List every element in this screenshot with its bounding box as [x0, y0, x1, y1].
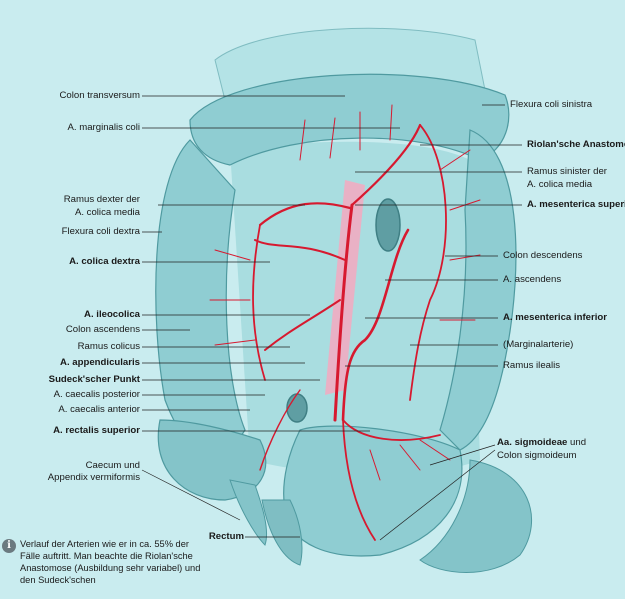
label-a-caecalis-anterior: A. caecalis anterior: [58, 404, 140, 415]
appendix: [229, 479, 268, 546]
label-colon-sigmoideum: Colon sigmoideum: [497, 450, 577, 461]
label-a-caecalis-posterior: A. caecalis posterior: [53, 389, 140, 400]
appendicularis: [259, 389, 301, 471]
label-a-mesenterica-superior: A. mesenterica superior: [527, 199, 625, 210]
ileum-cut: [286, 393, 308, 423]
label-a-colica-dextra: A. colica dextra: [69, 256, 140, 267]
label-a-ascendens: A. ascendens: [503, 274, 562, 285]
leader-lines: [141, 95, 522, 541]
footnote: Verlauf der Arterien wie er in ca. 55% d…: [20, 539, 201, 585]
label-und: und: [567, 437, 587, 448]
small-branches: [209, 104, 481, 481]
label-ramus-sinister-1: Ramus sinister der: [527, 166, 607, 177]
caecum: [157, 419, 267, 501]
duodenum-cut: [375, 198, 401, 252]
label-riolan-anastomose: Riolan'sche Anastomose: [527, 139, 625, 150]
label-a-rectalis-superior: A. rectalis superior: [53, 425, 140, 436]
label-flexura-coli-dextra: Flexura coli dextra: [61, 226, 140, 237]
label-caecum-2: Appendix vermiformis: [47, 472, 140, 483]
label-flexura-coli-sinistra: Flexura coli sinistra: [510, 99, 593, 110]
label-a-ileocolica: A. ileocolica: [84, 309, 140, 320]
a-mesenterica-inferior-line: [341, 228, 410, 422]
label-caecum-1: Caecum und: [85, 460, 140, 471]
label-ramus-colicus: Ramus colicus: [77, 341, 140, 352]
sigmoid-branch: [342, 419, 441, 441]
label-a-marginalis-coli: A. marginalis coli: [67, 122, 140, 133]
label-marginalarterie: (Marginalarterie): [503, 339, 574, 350]
label-aa-sigmoideae-bold: Aa. sigmoideae: [497, 437, 568, 448]
label-ramus-dexter-2: A. colica media: [74, 207, 140, 218]
colica-media-left: [350, 123, 422, 207]
rectum: [261, 499, 303, 566]
posterior-wall: [230, 141, 480, 475]
marginal-left: [409, 124, 447, 401]
label-colon-descendens: Colon descendens: [503, 250, 583, 261]
bowel-loops: [419, 459, 533, 573]
a-mesenterica-superior-line: [333, 203, 354, 422]
label-a-mesenterica-inferior: A. mesenterica inferior: [503, 312, 607, 323]
label-rectum: Rectum: [208, 531, 244, 542]
colica-media-right: [258, 202, 352, 227]
ileocolica: [264, 299, 341, 351]
info-icon: i: [2, 539, 16, 553]
rectalis: [342, 419, 376, 541]
label-colon-transversum: Colon transversum: [59, 90, 140, 101]
label-sudeck-punkt: Sudeck'scher Punkt: [48, 374, 140, 385]
label-ramus-dexter-1: Ramus dexter der: [63, 194, 140, 205]
arteries: [209, 104, 481, 541]
label-aa-sigmoideae: Aa. sigmoideae und: [497, 437, 586, 448]
colica-dextra: [254, 239, 346, 261]
label-ramus-sinister-2: A. colica media: [527, 179, 593, 190]
label-a-appendicularis: A. appendicularis: [60, 357, 140, 368]
label-ramus-ilealis: Ramus ilealis: [503, 360, 561, 371]
colon-sigmoideum: [283, 425, 463, 557]
label-colon-ascendens: Colon ascendens: [65, 324, 140, 335]
